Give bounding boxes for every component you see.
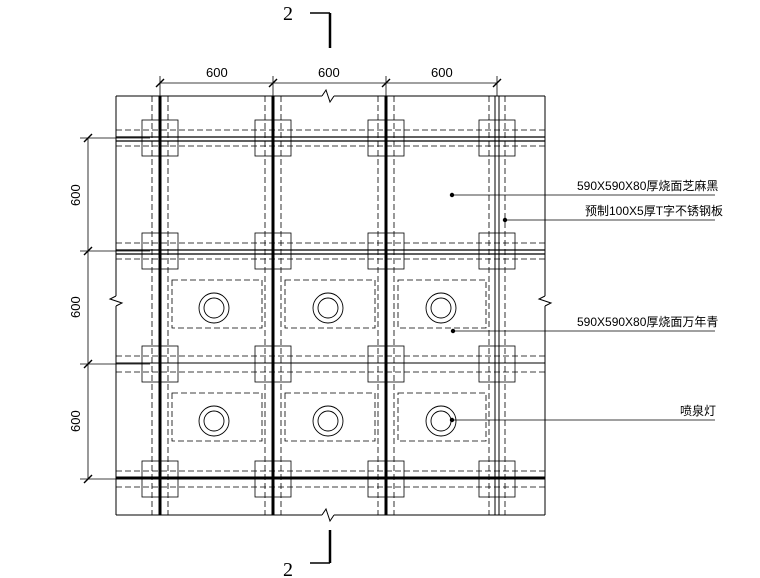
section-mark-top bbox=[310, 12, 332, 48]
dim-left-2: 600 bbox=[68, 296, 83, 318]
plan-boundary bbox=[108, 88, 553, 523]
steel-plates-horizontal bbox=[116, 136, 545, 480]
annotation-fountain-light: 喷泉灯 bbox=[680, 404, 716, 418]
section-label-top: 2 bbox=[283, 3, 293, 25]
annotation-paving-black: 590X590X80厚烧面芝麻黑 bbox=[577, 178, 718, 193]
dim-left-3: 600 bbox=[68, 410, 83, 432]
annotation-steel-plate: 预制100X5厚T字不锈钢板 bbox=[585, 203, 723, 218]
leader-dots bbox=[449, 192, 508, 423]
pedestal-blocks bbox=[141, 119, 516, 498]
fountain-light-icon bbox=[312, 405, 344, 437]
section-mark-bottom bbox=[310, 530, 332, 564]
dimension-line-top bbox=[155, 76, 502, 96]
section-label-bottom: 2 bbox=[283, 559, 293, 578]
fountain-light-icon bbox=[198, 292, 230, 324]
fountain-light-icon bbox=[198, 405, 230, 437]
fountain-lights bbox=[198, 292, 457, 437]
leader-lines bbox=[452, 194, 715, 421]
dim-left-1: 600 bbox=[68, 184, 83, 206]
dim-top-3: 600 bbox=[431, 65, 453, 80]
dim-top-2: 600 bbox=[318, 65, 340, 80]
dimension-line-left bbox=[80, 133, 150, 484]
steel-plates-vertical bbox=[158, 96, 500, 515]
fountain-light-icon bbox=[312, 292, 344, 324]
pond-cells bbox=[171, 279, 487, 442]
slab-outline-upper bbox=[116, 96, 545, 515]
fountain-light-icon bbox=[425, 292, 457, 324]
annotation-paving-green: 590X590X80厚烧面万年青 bbox=[577, 315, 718, 329]
dim-top-1: 600 bbox=[206, 65, 228, 80]
